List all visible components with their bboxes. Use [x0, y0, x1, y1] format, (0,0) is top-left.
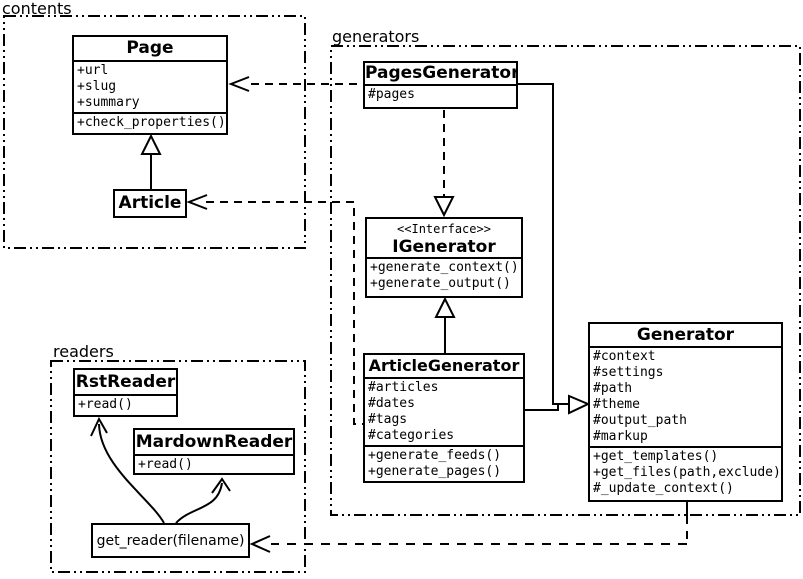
generalization-article-page-triangle: [140, 133, 162, 155]
class-rstreader: RstReader +read(): [73, 368, 178, 417]
realization-pagesgenerator-igenerator-triangle: [433, 196, 455, 218]
method-row: +get_templates(): [593, 449, 719, 464]
attribute-row: #pages: [368, 87, 415, 102]
method-row: +generate_context(): [370, 260, 519, 275]
class-page-methods: +check_properties(): [74, 112, 226, 132]
class-generator-title: Generator: [636, 325, 735, 345]
dependency-pagesgenerator-page-arrowhead: [228, 76, 250, 92]
dependency-articlegenerator-article-arrowhead: [186, 194, 208, 210]
attribute-row: #context: [593, 349, 656, 364]
class-page-title: Page: [126, 38, 174, 58]
class-articlegenerator-attributes: #articles #dates #tags #categories: [365, 377, 523, 445]
method-row: +get_files(path,exclude): [593, 465, 781, 480]
package-label-contents: contents: [2, 0, 72, 18]
arrow-getreader-rstreader-curve: [98, 423, 165, 524]
class-rstreader-title: RstReader: [75, 372, 176, 392]
class-mardownreader-methods: +read(): [135, 454, 293, 473]
class-generator: Generator #context #settings #path #them…: [588, 322, 783, 502]
method-row: +generate_pages(): [368, 464, 502, 479]
package-border-generators: [330, 45, 801, 516]
class-articlegenerator: ArticleGenerator #articles #dates #tags …: [363, 353, 525, 483]
method-row: +generate_output(): [370, 276, 511, 291]
attribute-row: #categories: [368, 428, 455, 443]
arrow-getreader-mardownreader-arrowhead: [211, 477, 231, 494]
method-row: +generate_feeds(): [368, 448, 502, 463]
attribute-row: #tags: [368, 412, 408, 427]
generalization-articlegenerator-generator-line: [525, 403, 569, 411]
class-articlegenerator-title: ArticleGenerator: [368, 356, 520, 375]
attribute-row: +slug: [77, 79, 117, 94]
package-border-contents: [3, 15, 306, 249]
class-igenerator-stereotype: <<Interface>>: [397, 222, 491, 236]
attribute-row: #dates: [368, 396, 415, 411]
package-label-readers: readers: [53, 342, 114, 361]
attribute-row: #markup: [593, 429, 648, 444]
method-row: +check_properties(): [77, 115, 226, 130]
class-article: Article: [113, 189, 187, 218]
attribute-row: #theme: [593, 397, 640, 412]
package-label-generators: generators: [332, 27, 420, 46]
class-pagesgenerator: PagesGenerator #pages: [363, 61, 518, 109]
package-border-readers: [50, 360, 306, 573]
attribute-row: #path: [593, 381, 633, 396]
method-row: #_update_context(): [593, 481, 734, 496]
class-igenerator-title: IGenerator: [392, 237, 496, 257]
class-generator-attributes: #context #settings #path #theme #output_…: [590, 346, 781, 446]
class-pagesgenerator-title: PagesGenerator: [365, 63, 518, 83]
method-row: +read(): [138, 457, 193, 472]
class-article-title: Article: [118, 193, 182, 213]
class-generator-methods: +get_templates() +get_files(path,exclude…: [590, 446, 781, 498]
class-mardownreader-title: MardownReader: [135, 432, 293, 452]
class-igenerator-methods: +generate_context() +generate_output(): [367, 257, 521, 293]
generalization-pagesgenerator-generator-line: [518, 83, 569, 405]
attribute-row: +url: [77, 63, 109, 78]
class-page-attributes: +url +slug +summary: [74, 60, 226, 112]
arrow-getreader-rstreader-arrowhead: [90, 416, 108, 437]
class-pagesgenerator-attributes: #pages: [365, 84, 516, 104]
attribute-row: #settings: [593, 365, 664, 380]
class-page: Page +url +slug +summary +check_properti…: [72, 35, 228, 135]
class-articlegenerator-methods: +generate_feeds() +generate_pages(): [365, 445, 523, 481]
attribute-row: #output_path: [593, 413, 687, 428]
generalization-generator-triangle: [568, 394, 591, 415]
method-row: +read(): [78, 397, 133, 412]
attribute-row: #articles: [368, 380, 439, 395]
class-mardownreader: MardownReader +read(): [133, 428, 295, 475]
dependency-generator-getreader-arrowhead: [249, 535, 271, 553]
attribute-row: +summary: [77, 95, 140, 110]
get-reader-box: get_reader(filename): [91, 523, 250, 558]
generalization-articlegenerator-igenerator-triangle: [434, 296, 456, 318]
arrow-getreader-mardownreader-curve: [175, 482, 223, 524]
dependency-articlegenerator-article-line: [206, 201, 363, 425]
class-igenerator: <<Interface>> IGenerator +generate_conte…: [365, 217, 523, 298]
class-rstreader-methods: +read(): [75, 394, 176, 414]
get-reader-label: get_reader(filename): [96, 532, 245, 549]
